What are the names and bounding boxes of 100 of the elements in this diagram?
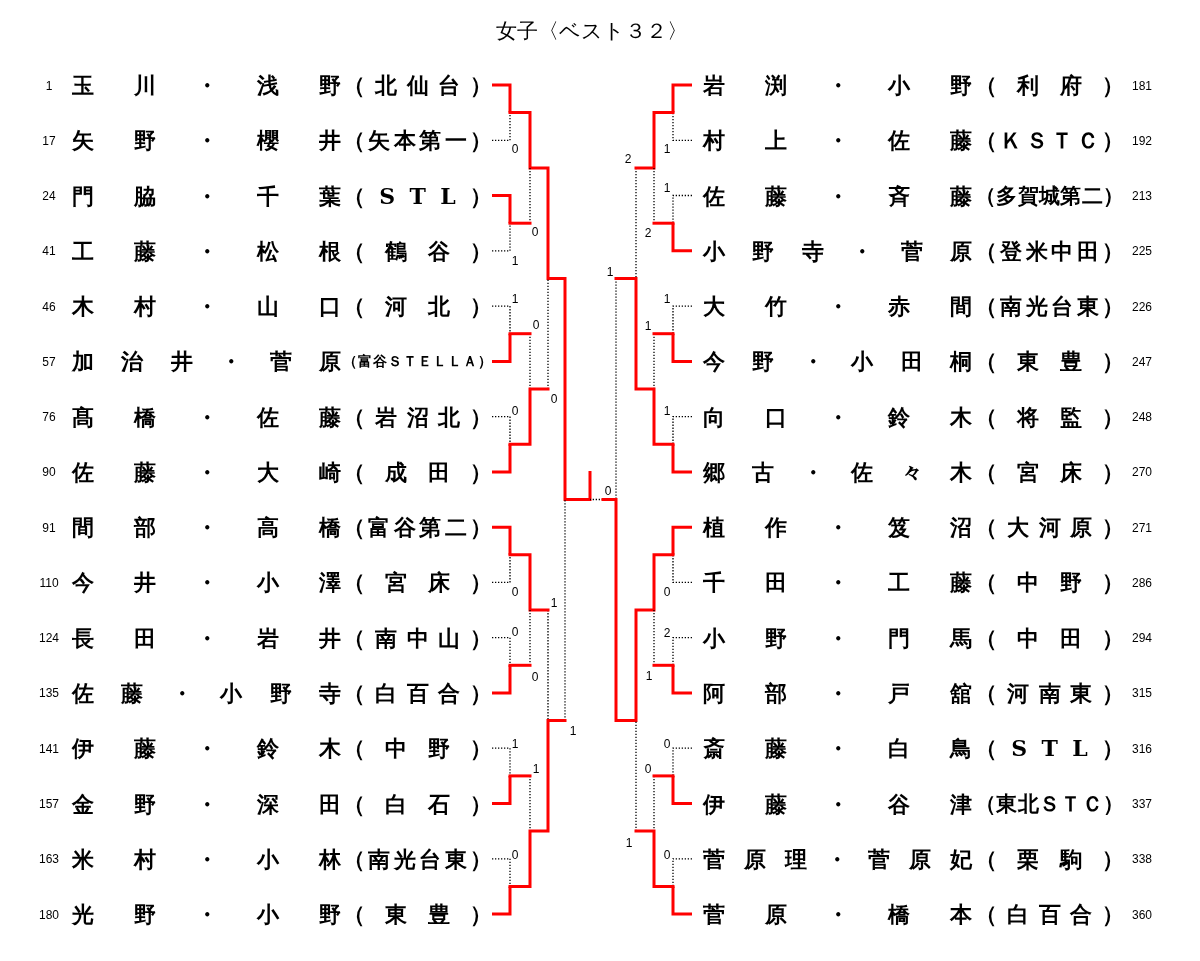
school-name: （STL）	[975, 734, 1124, 764]
score: 1	[663, 292, 671, 306]
school-name: （成田）	[343, 457, 492, 487]
player-names: 岩渕・小野	[703, 71, 972, 100]
school-name: （宮床）	[975, 457, 1124, 487]
player-names: 今野・小田桐	[703, 347, 972, 377]
seed-number: 338	[1132, 853, 1152, 867]
player-names: 髙橋・佐藤	[72, 402, 341, 432]
school-name: （南中山）	[343, 623, 492, 653]
seed-number: 1	[45, 79, 53, 93]
player-names: 門脇・千葉	[72, 181, 341, 211]
bracket-line	[492, 444, 512, 474]
school-name: （中野）	[975, 568, 1124, 598]
title: 女子〈ベスト３２〉	[496, 18, 688, 44]
school-name: （将監）	[975, 402, 1124, 432]
score: 0	[663, 737, 671, 751]
score: 1	[569, 724, 577, 738]
seed-number: 213	[1132, 190, 1152, 204]
school-name: （南光台東）	[343, 844, 492, 874]
school-name: （東豊）	[975, 347, 1124, 377]
school-name: （東北ＳＴＣ）	[975, 790, 1124, 818]
school-name: （河北）	[343, 292, 492, 322]
school-name: （矢本第一）	[343, 126, 492, 156]
seed-number: 271	[1132, 521, 1152, 535]
school-name: （STL）	[343, 181, 492, 211]
player-names: 斎藤・白鳥	[703, 734, 972, 764]
school-name: （栗駒）	[975, 844, 1124, 874]
player-names: 向口・鈴木	[703, 402, 972, 432]
player-names: 阿部・戸舘	[703, 678, 972, 708]
score: 0	[511, 585, 519, 599]
school-name: （利府）	[975, 71, 1124, 100]
seed-number: 294	[1132, 632, 1152, 646]
player-names: 長田・岩井	[72, 623, 341, 653]
bracket-line	[671, 525, 692, 555]
bracket-line	[671, 444, 692, 474]
score: 0	[663, 585, 671, 599]
seed-number: 41	[42, 245, 56, 259]
player-names: 金野・深田	[72, 789, 341, 819]
school-name: （白石）	[343, 789, 492, 819]
player-names: 佐藤・大崎	[72, 457, 341, 487]
player-names: 植作・笈沼	[703, 513, 972, 543]
score: 0	[531, 225, 539, 239]
bracket-line	[491, 554, 511, 584]
seed-number: 76	[42, 411, 56, 425]
score: 1	[511, 254, 519, 268]
player-names: 郷古・佐々木	[703, 457, 972, 487]
seed-number: 226	[1132, 300, 1152, 314]
school-name: （富谷ＳＴＥＬＬＡ）	[343, 351, 492, 372]
score: 0	[663, 848, 671, 862]
score: 0	[532, 318, 540, 332]
seed-number: 163	[39, 853, 59, 867]
bracket-line	[492, 525, 512, 555]
bracket-line	[491, 415, 511, 445]
score: 0	[604, 484, 612, 498]
player-names: 矢野・櫻井	[72, 126, 341, 156]
score: 0	[511, 625, 519, 639]
player-names: 村上・佐藤	[703, 126, 972, 156]
school-name: （白百合）	[975, 900, 1124, 930]
seed-number: 180	[39, 908, 59, 922]
score: 0	[511, 142, 519, 156]
seed-number: 135	[39, 687, 59, 701]
score: 0	[511, 848, 519, 862]
bracket-line	[671, 665, 692, 695]
school-name: （ＫＳＴＣ）	[975, 126, 1124, 156]
seed-number: 192	[1132, 134, 1152, 148]
score: 1	[645, 669, 653, 683]
score: 1	[663, 181, 671, 195]
school-name: （中田）	[975, 623, 1124, 653]
bracket-line	[492, 194, 512, 224]
bracket-line	[671, 223, 692, 253]
school-name: （鶴谷）	[343, 236, 492, 264]
school-name: （富谷第二）	[343, 513, 492, 543]
player-names: 今井・小澤	[72, 568, 341, 598]
seed-number: 316	[1132, 742, 1152, 756]
bracket-line	[492, 665, 512, 695]
school-name: （河南東）	[975, 678, 1124, 708]
score: 1	[625, 836, 633, 850]
score: 0	[531, 670, 539, 684]
bracket-line	[671, 333, 692, 363]
bracket-line	[491, 637, 511, 666]
seed-number: 181	[1132, 79, 1152, 93]
seed-number: 91	[42, 521, 56, 535]
score: 0	[644, 762, 652, 776]
score: 2	[644, 226, 652, 240]
school-name: （岩沼北）	[343, 402, 492, 432]
score: 1	[532, 762, 540, 776]
seed-number: 124	[39, 632, 59, 646]
seed-number: 337	[1132, 798, 1152, 811]
seed-number: 247	[1132, 355, 1152, 369]
player-names: 小野・門馬	[703, 623, 972, 653]
bracket-line	[492, 775, 512, 805]
seed-number: 141	[39, 742, 59, 756]
score: 1	[663, 142, 671, 156]
player-names: 佐藤・小野寺	[72, 678, 341, 708]
player-names: 大竹・赤間	[703, 292, 972, 322]
player-names: 菅原理・菅原妃	[703, 844, 972, 874]
bracket-line	[492, 83, 512, 113]
score: 1	[511, 292, 519, 306]
score: 1	[644, 319, 652, 333]
score: 2	[663, 626, 671, 640]
